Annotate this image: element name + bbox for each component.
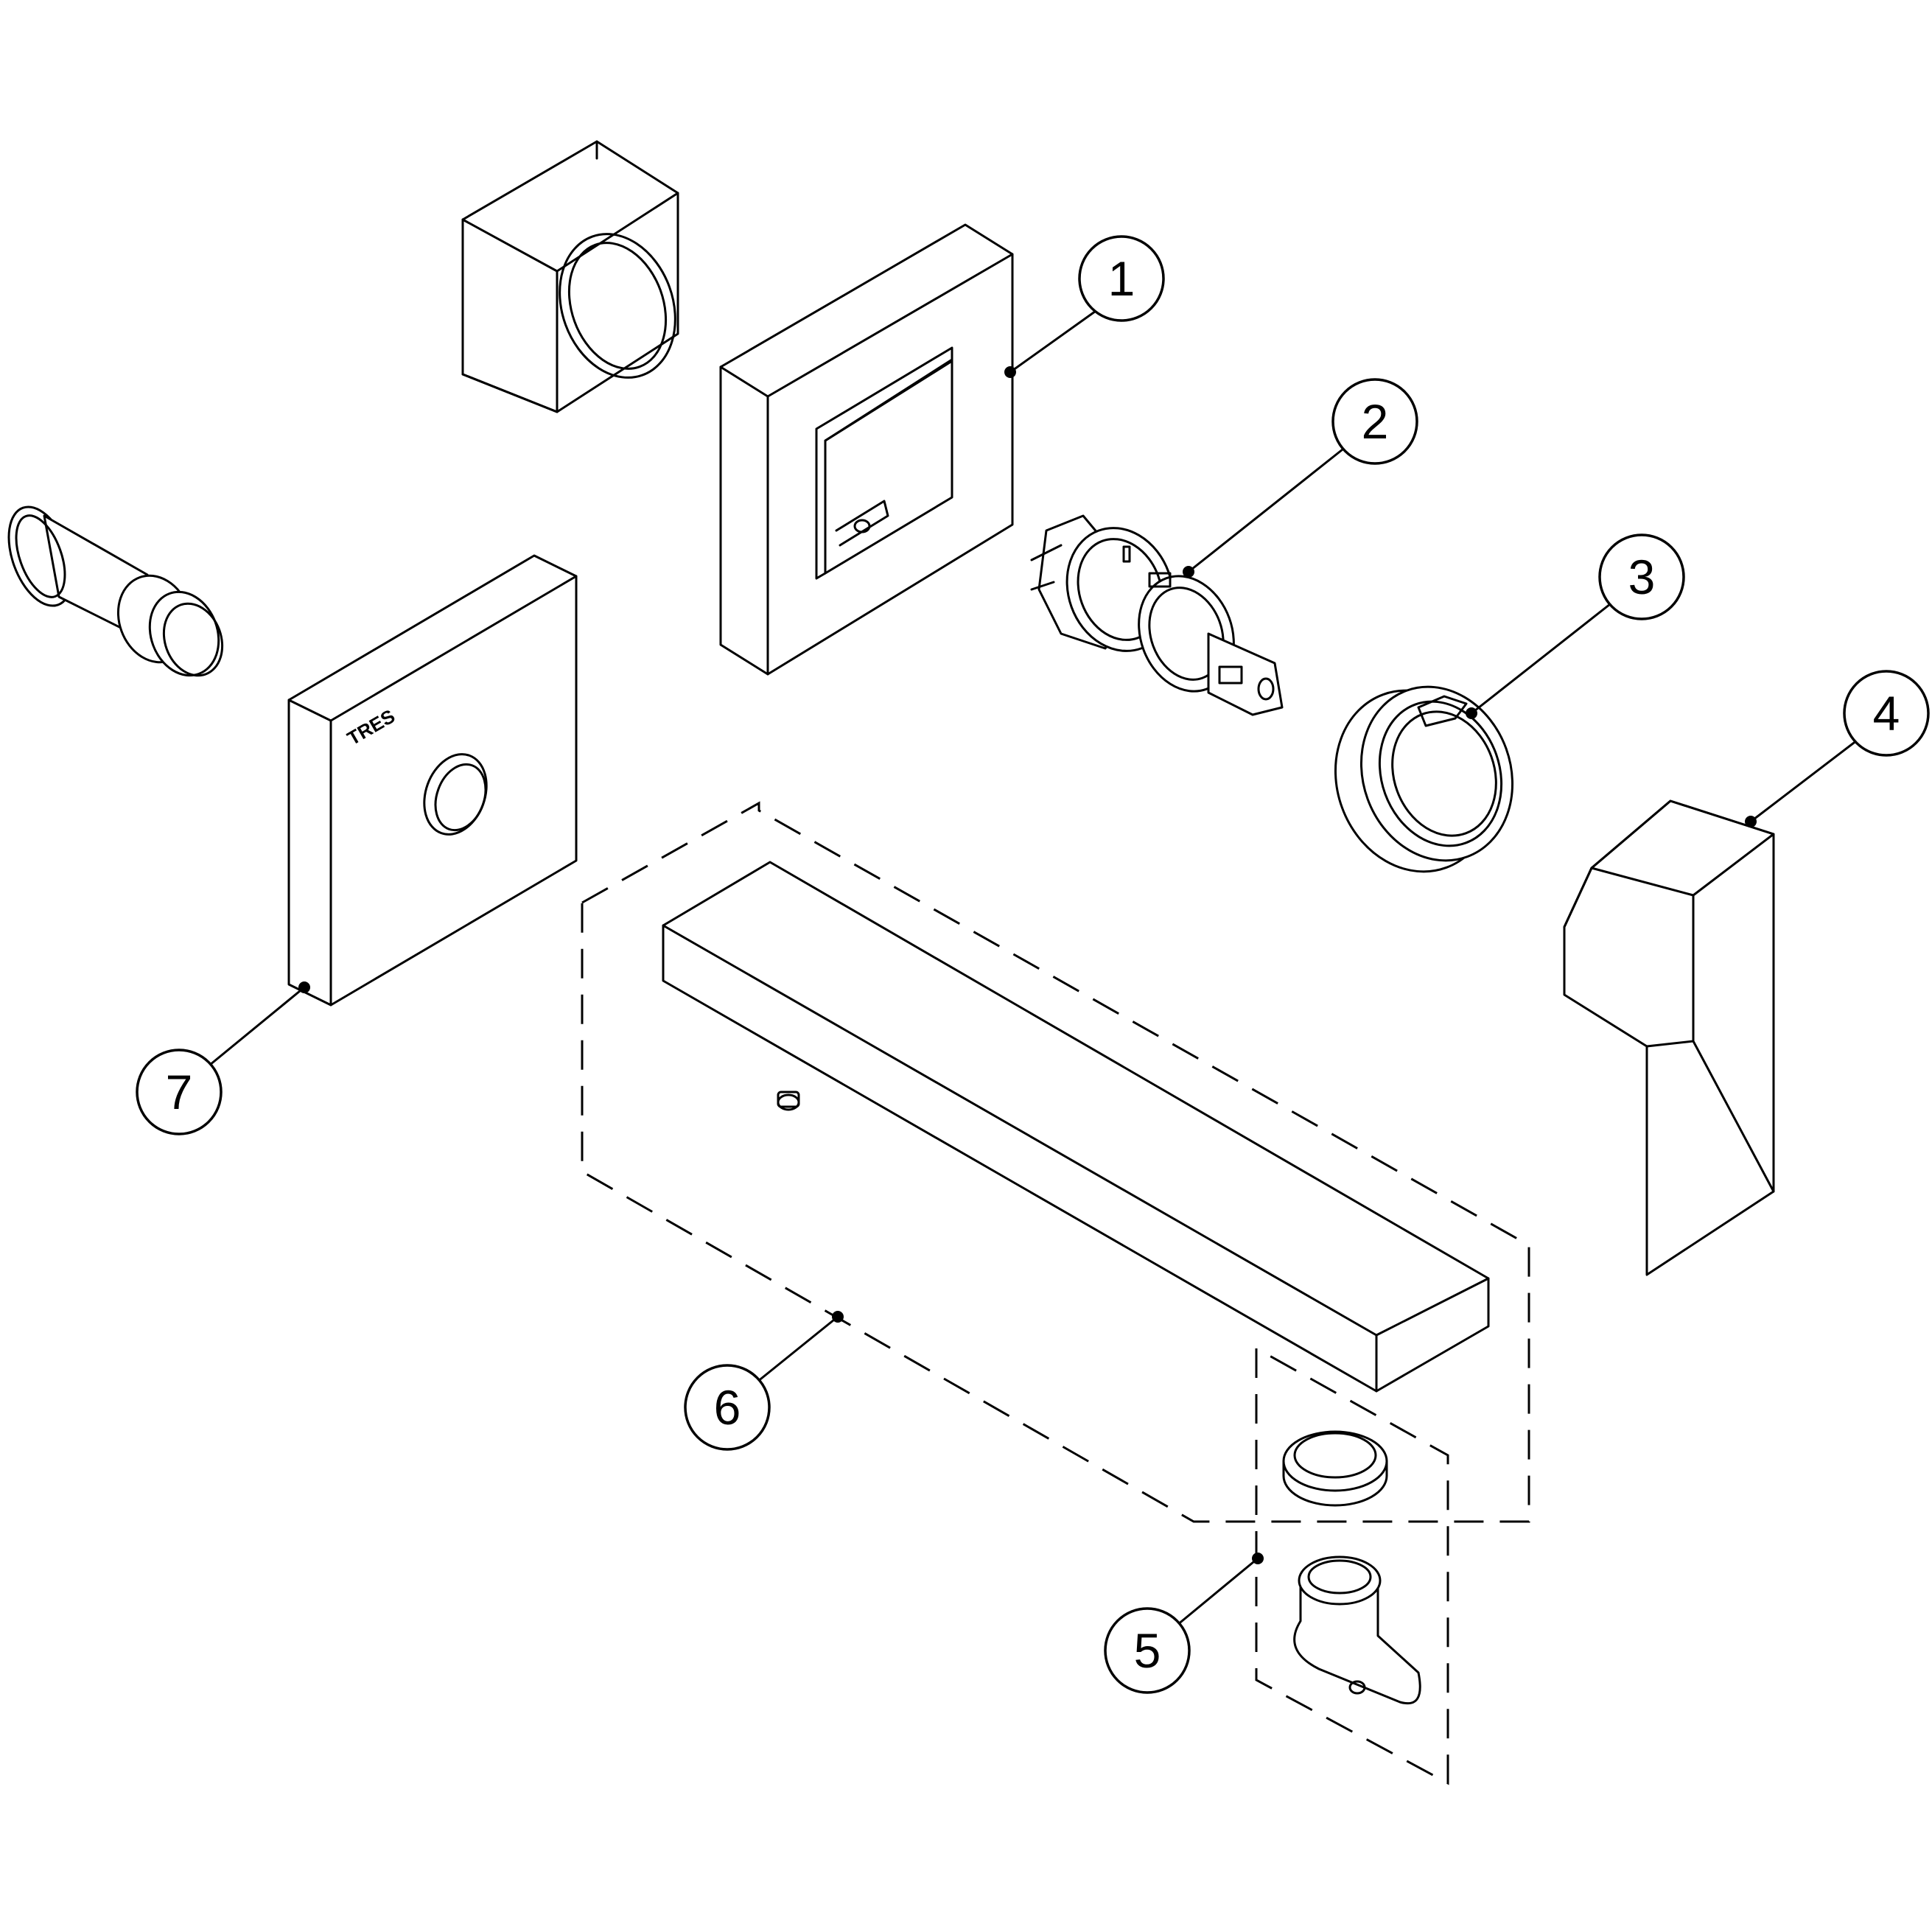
callout-4: 4 — [1745, 670, 1930, 827]
callout-6: 6 — [684, 1311, 844, 1451]
callout-number: 3 — [1628, 550, 1656, 604]
callout-number: 6 — [714, 1380, 741, 1435]
callout-3: 3 — [1466, 533, 1685, 719]
callout-number: 5 — [1134, 1623, 1161, 1678]
cover-plate-part-7: TRES — [287, 554, 578, 1007]
aerator-part-5 — [1255, 1347, 1449, 1785]
embedded-box — [461, 140, 679, 413]
spout-part-6 — [581, 801, 1530, 1523]
callout-number: 2 — [1362, 394, 1389, 449]
ring-nut-part-3 — [1334, 685, 1514, 873]
callout-5: 5 — [1104, 1553, 1264, 1694]
callout-1: 1 — [1004, 235, 1165, 378]
callout-2: 2 — [1183, 378, 1418, 578]
callout-number: 4 — [1873, 686, 1900, 741]
cartridge-part-2 — [1030, 514, 1284, 716]
callout-number: 1 — [1108, 251, 1135, 306]
lever-handle-part-4 — [1563, 799, 1775, 1276]
frame-plate-part-1 — [719, 223, 1014, 676]
callout-7: 7 — [136, 981, 310, 1135]
connector-pipe — [7, 505, 224, 677]
callout-number: 7 — [166, 1065, 193, 1119]
